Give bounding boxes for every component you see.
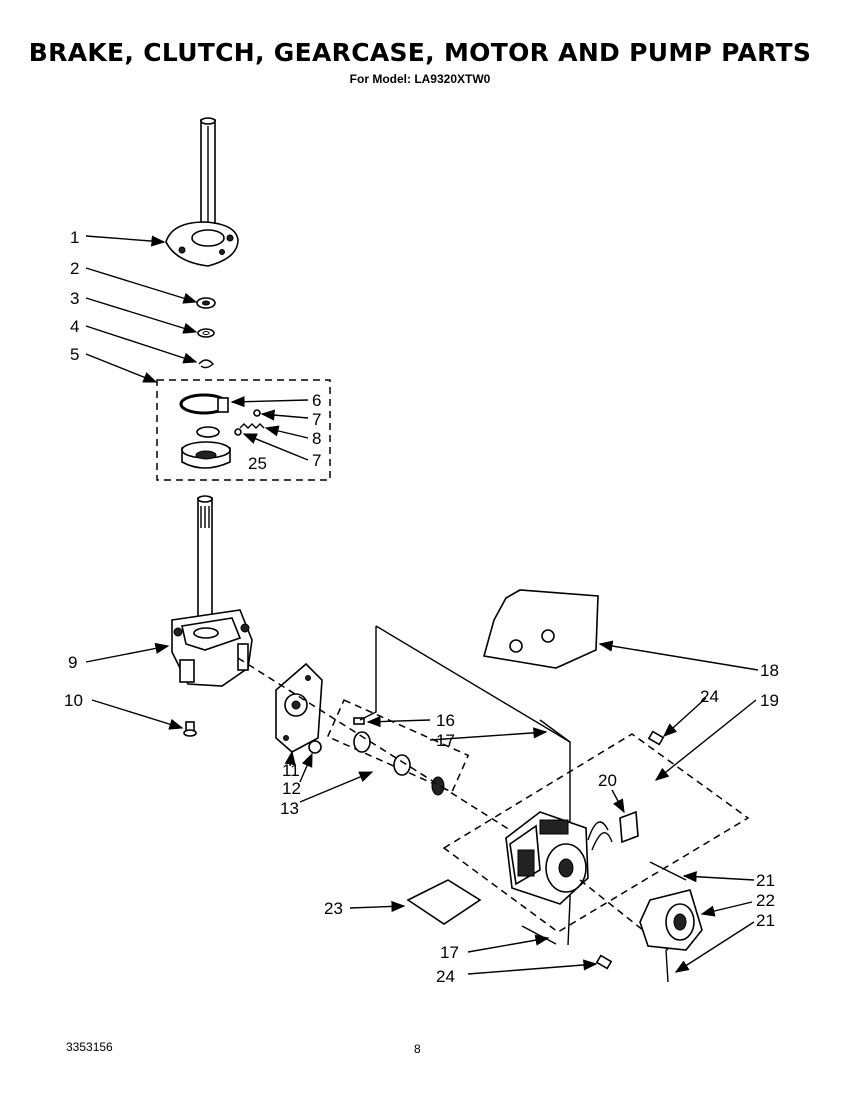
callout-13: 13 <box>280 799 299 818</box>
callout-22: 22 <box>756 891 775 910</box>
part-4-retaining-ring <box>198 359 214 369</box>
part-9-gearcase <box>171 609 253 687</box>
drive-axis-line <box>237 657 511 831</box>
callout-17-upper: 17 <box>436 731 455 750</box>
part-24-screw-upper <box>647 730 665 746</box>
callout-10: 10 <box>64 691 83 710</box>
part-2-washer <box>196 297 216 309</box>
part-21-clip-upper <box>649 861 687 881</box>
diagram-title: BRAKE, CLUTCH, GEARCASE, MOTOR AND PUMP … <box>28 38 812 67</box>
drive-plate <box>275 662 323 753</box>
callout-8: 8 <box>312 429 321 448</box>
part-11-12-nut <box>308 740 322 754</box>
motor <box>505 811 589 905</box>
part-18-motor-shield <box>482 589 599 669</box>
callout-24-lower: 24 <box>436 967 455 986</box>
callout-11: 11 <box>282 761 300 780</box>
page-number: 8 <box>414 1042 421 1056</box>
part-3-washer <box>197 328 215 338</box>
part-5-brake-assembly-outline <box>156 379 331 481</box>
part-1-brake-cam <box>165 221 239 267</box>
part-24-screw-lower <box>595 954 613 970</box>
part-25-brake-rotor <box>181 426 231 469</box>
part-21-clip-lower <box>665 949 669 983</box>
callout-21-upper: 21 <box>756 871 775 890</box>
part-17-belt-segment <box>539 719 571 743</box>
part-23-pad <box>406 879 482 925</box>
callout-25: 25 <box>248 454 267 473</box>
callout-7-upper: 7 <box>312 410 321 429</box>
part-20-switch <box>587 810 639 851</box>
part-19-motor-assembly-outline <box>442 733 750 933</box>
callout-4: 4 <box>70 317 79 336</box>
part-7-8-spring-pin <box>234 409 265 436</box>
part-13-pump-assembly-outline <box>326 699 470 793</box>
model-subtitle: For Model: LA9320XTW0 <box>349 72 491 86</box>
callout-20: 20 <box>598 771 617 790</box>
callout-16: 16 <box>436 711 455 730</box>
callout-2: 2 <box>70 259 79 278</box>
callout-6: 6 <box>312 391 321 410</box>
callout-18: 18 <box>760 661 779 680</box>
callout-9: 9 <box>68 653 77 672</box>
callout-1: 1 <box>70 228 79 247</box>
callout-19: 19 <box>760 691 779 710</box>
belt-path-line <box>359 625 571 946</box>
callout-17-lower: 17 <box>440 943 459 962</box>
agitator-shaft-upper <box>200 117 216 239</box>
part-6-brake-band <box>179 393 229 415</box>
callout-3: 3 <box>70 289 79 308</box>
callout-5: 5 <box>70 345 79 364</box>
part-10-bolt <box>183 721 197 737</box>
callout-12: 12 <box>282 779 301 798</box>
callout-7-lower: 7 <box>312 451 321 470</box>
callout-23: 23 <box>324 899 343 918</box>
part-13-pump-parts <box>353 731 445 796</box>
leader-lines <box>85 235 759 975</box>
part-16-screw <box>353 717 365 725</box>
part-22-pump <box>639 889 703 951</box>
callout-24-upper: 24 <box>700 687 719 706</box>
pump-axis-line <box>579 879 669 951</box>
callout-21-lower: 21 <box>756 911 775 930</box>
document-number: 3353156 <box>66 1040 113 1054</box>
